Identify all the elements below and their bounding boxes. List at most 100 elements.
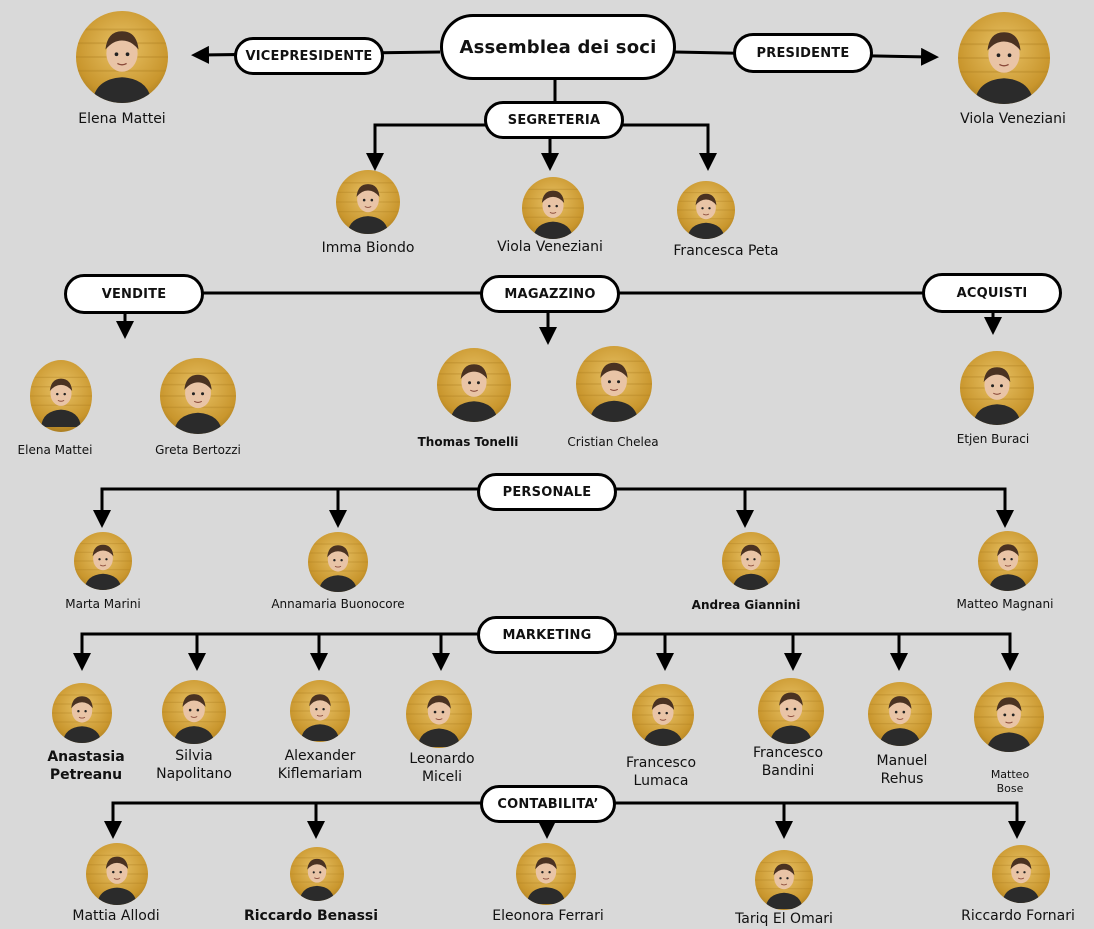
portrait-icon bbox=[86, 854, 148, 905]
portrait-icon bbox=[960, 365, 1034, 425]
vicepresident-label: VICEPRESIDENTE bbox=[234, 37, 384, 75]
name-marketing-7-last: Rehus bbox=[880, 770, 924, 787]
name-marketing-8: Matteo Bose bbox=[991, 768, 1029, 796]
portrait-icon bbox=[336, 182, 400, 234]
portrait-icon bbox=[758, 690, 824, 744]
name-personnel-1: Marta Marini bbox=[65, 597, 141, 611]
portrait-icon bbox=[755, 862, 813, 909]
name-marketing-3: Alexander Kiflemariam bbox=[278, 748, 363, 783]
portrait-icon bbox=[974, 695, 1044, 752]
avatar-sales-2 bbox=[160, 358, 236, 434]
name-vicepresident: Elena Mattei bbox=[78, 111, 166, 127]
portrait-icon bbox=[406, 693, 472, 747]
avatar-warehouse-2 bbox=[576, 346, 652, 422]
name-marketing-4: Leonardo Miceli bbox=[409, 751, 474, 786]
avatar-marketing-7 bbox=[868, 682, 932, 746]
marketing-label: MARKETING bbox=[477, 616, 617, 654]
avatar-marketing-3 bbox=[290, 680, 350, 742]
avatar-marketing-8 bbox=[974, 682, 1044, 752]
portrait-icon bbox=[437, 362, 511, 422]
name-accounting-1: Mattia Allodi bbox=[72, 908, 160, 924]
name-marketing-2: Silvia Napolitano bbox=[156, 748, 232, 783]
avatar-president bbox=[958, 12, 1050, 104]
portrait-icon bbox=[868, 694, 932, 746]
portrait-icon bbox=[677, 192, 735, 239]
portrait-icon bbox=[632, 695, 694, 746]
name-marketing-7-first: Manuel bbox=[876, 753, 928, 769]
name-warehouse-2: Cristian Chelea bbox=[567, 435, 659, 449]
name-secretary-2: Viola Veneziani bbox=[497, 239, 603, 255]
accounting-label: CONTABILITA’ bbox=[480, 785, 616, 823]
avatar-purchasing-1 bbox=[960, 351, 1034, 425]
name-secretary-3: Francesca Peta bbox=[673, 243, 779, 259]
name-marketing-5-last: Lumaca bbox=[633, 772, 689, 789]
name-marketing-8-last: Bose bbox=[996, 781, 1024, 795]
name-accounting-4: Tariq El Omari bbox=[735, 911, 833, 927]
purchasing-label: ACQUISTI bbox=[922, 273, 1062, 313]
name-secretary-1: Imma Biondo bbox=[321, 240, 415, 256]
name-warehouse-1: Thomas Tonelli bbox=[417, 435, 519, 449]
name-marketing-1-last: Petreanu bbox=[49, 766, 123, 783]
avatar-personnel-1 bbox=[74, 532, 132, 590]
name-purchasing-1: Etjen Buraci bbox=[956, 432, 1030, 446]
portrait-icon bbox=[722, 543, 780, 590]
portrait-icon bbox=[978, 542, 1038, 591]
name-marketing-3-first: Alexander bbox=[284, 748, 356, 764]
avatar-accounting-4 bbox=[755, 850, 813, 910]
avatar-marketing-2 bbox=[162, 680, 226, 744]
avatar-vicepresident bbox=[76, 11, 168, 103]
name-marketing-2-first: Silvia bbox=[175, 748, 213, 764]
sales-label: VENDITE bbox=[64, 274, 204, 314]
assembly-node: Assemblea dei soci bbox=[440, 14, 676, 80]
name-marketing-8-first: Matteo bbox=[990, 768, 1030, 781]
president-label: PRESIDENTE bbox=[733, 33, 873, 73]
avatar-accounting-5 bbox=[992, 845, 1050, 903]
avatar-accounting-2 bbox=[290, 847, 344, 901]
portrait-icon bbox=[76, 28, 168, 103]
avatar-personnel-4 bbox=[978, 531, 1038, 591]
portrait-icon bbox=[290, 692, 350, 741]
name-marketing-3-last: Kiflemariam bbox=[277, 765, 363, 782]
avatar-warehouse-1 bbox=[437, 348, 511, 422]
avatar-marketing-5 bbox=[632, 684, 694, 746]
name-marketing-6-first: Francesco bbox=[752, 745, 824, 761]
name-marketing-4-first: Leonardo bbox=[409, 751, 475, 767]
secretary-label: SEGRETERIA bbox=[484, 101, 624, 139]
avatar-secretary-3 bbox=[677, 181, 735, 239]
name-marketing-1: Anastasia Petreanu bbox=[47, 749, 124, 784]
portrait-icon bbox=[52, 694, 112, 743]
portrait-icon bbox=[30, 376, 92, 427]
avatar-personnel-3 bbox=[722, 532, 780, 590]
warehouse-label: MAGAZZINO bbox=[480, 275, 620, 313]
name-marketing-2-last: Napolitano bbox=[156, 765, 232, 782]
portrait-icon bbox=[162, 692, 226, 744]
avatar-personnel-2 bbox=[308, 532, 368, 592]
name-sales-1: Elena Mattei bbox=[17, 443, 93, 457]
name-president: Viola Veneziani bbox=[960, 111, 1066, 127]
name-accounting-5: Riccardo Fornari bbox=[961, 908, 1075, 924]
name-marketing-6: Francesco Bandini bbox=[753, 745, 823, 780]
avatar-marketing-4 bbox=[406, 680, 472, 748]
name-marketing-1-first: Anastasia bbox=[47, 749, 125, 765]
name-marketing-6-last: Bandini bbox=[761, 762, 815, 779]
name-marketing-4-last: Miceli bbox=[421, 768, 463, 785]
name-marketing-7: Manuel Rehus bbox=[877, 753, 928, 788]
name-marketing-5-first: Francesco bbox=[625, 755, 697, 771]
name-marketing-5: Francesco Lumaca bbox=[626, 755, 696, 790]
portrait-icon bbox=[576, 360, 652, 422]
avatar-accounting-3 bbox=[516, 843, 576, 905]
name-personnel-2: Annamaria Buonocore bbox=[271, 597, 405, 611]
name-accounting-2: Riccardo Benassi bbox=[243, 908, 379, 924]
portrait-icon bbox=[516, 855, 576, 904]
avatar-accounting-1 bbox=[86, 843, 148, 905]
name-sales-2: Greta Bertozzi bbox=[155, 443, 241, 457]
personnel-label: PERSONALE bbox=[477, 473, 617, 511]
avatar-marketing-6 bbox=[758, 678, 824, 744]
portrait-icon bbox=[74, 543, 132, 590]
portrait-icon bbox=[992, 856, 1050, 903]
name-accounting-3: Eleonora Ferrari bbox=[492, 908, 604, 924]
avatar-secretary-1 bbox=[336, 170, 400, 234]
portrait-icon bbox=[290, 857, 344, 901]
portrait-icon bbox=[522, 188, 584, 239]
portrait-icon bbox=[308, 543, 368, 592]
